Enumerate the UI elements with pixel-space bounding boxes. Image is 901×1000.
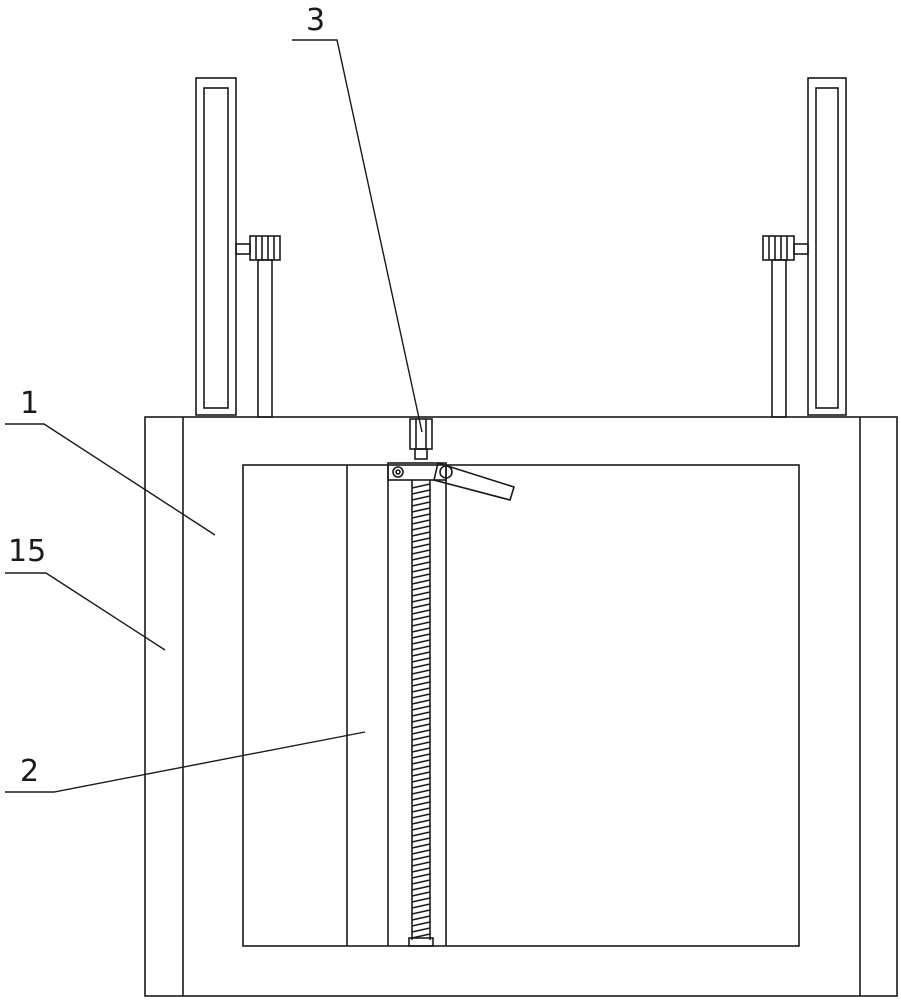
thread-line (412, 682, 430, 686)
thread-line (412, 640, 430, 644)
thread-line (412, 586, 430, 590)
left-clamp-assembly (236, 236, 280, 417)
thread-line (412, 754, 430, 758)
thread-line (412, 532, 430, 536)
thread-line (412, 718, 430, 722)
left-upright (196, 78, 236, 415)
thread-line (412, 790, 430, 794)
thread-line (412, 562, 430, 566)
label-frame: 1 (20, 386, 39, 421)
thread-line (412, 658, 430, 662)
thread-line (412, 898, 430, 902)
thread-line (412, 610, 430, 614)
top-bracket (388, 463, 514, 500)
thread-line (412, 706, 430, 710)
thread-line (412, 916, 430, 920)
thread-line (412, 634, 430, 638)
thread-line (412, 904, 430, 908)
label-motor: 3 (306, 3, 325, 38)
thread-line (412, 712, 430, 716)
thread-line (412, 736, 430, 740)
thread-line (412, 688, 430, 692)
thread-line (412, 538, 430, 542)
thread-line (412, 766, 430, 770)
thread-line (412, 928, 430, 932)
thread-line (412, 574, 430, 578)
thread-line (412, 694, 430, 698)
thread-line (412, 742, 430, 746)
thread-line (412, 622, 430, 626)
thread-line (412, 772, 430, 776)
thread-line (412, 814, 430, 818)
thread-line (412, 760, 430, 764)
thread-line (412, 496, 430, 500)
thread-line (412, 700, 430, 704)
thread-line (412, 802, 430, 806)
thread-line (412, 646, 430, 650)
thread-line (412, 664, 430, 668)
inner-panel (243, 465, 799, 946)
thread-line (412, 508, 430, 512)
thread-line (412, 604, 430, 608)
thread-line (412, 490, 430, 494)
thread-line (412, 886, 430, 890)
thread-line (412, 670, 430, 674)
thread-line (412, 808, 430, 812)
thread-line (412, 784, 430, 788)
thread-line (412, 730, 430, 734)
thread-line (412, 544, 430, 548)
thread-line (412, 616, 430, 620)
thread-line (412, 874, 430, 878)
thread-line (412, 502, 430, 506)
thread-line (412, 598, 430, 602)
thread-line (412, 724, 430, 728)
main-frame (145, 417, 897, 996)
thread-line (412, 796, 430, 800)
thread-line (412, 580, 430, 584)
right-upright (808, 78, 846, 415)
thread-line (412, 568, 430, 572)
thread-line (412, 748, 430, 752)
thread-line (412, 556, 430, 560)
thread-line (412, 778, 430, 782)
label-side-plate: 15 (8, 534, 46, 569)
label-screw-rod-guide: 2 (20, 754, 39, 789)
thread-line (412, 838, 430, 842)
thread-line (412, 520, 430, 524)
thread-line (412, 856, 430, 860)
leader-lines (5, 40, 422, 792)
thread-line (412, 592, 430, 596)
thread-line (412, 820, 430, 824)
thread-line (412, 550, 430, 554)
lead-screw (409, 480, 433, 946)
thread-line (412, 892, 430, 896)
right-clamp-assembly (763, 236, 808, 417)
thread-line (412, 844, 430, 848)
thread-line (412, 868, 430, 872)
thread-line (412, 910, 430, 914)
thread-line (412, 628, 430, 632)
thread-line (412, 850, 430, 854)
thread-line (412, 484, 430, 488)
thread-line (412, 652, 430, 656)
thread-line (412, 826, 430, 830)
thread-line (412, 922, 430, 926)
thread-line (412, 514, 430, 518)
thread-line (412, 676, 430, 680)
thread-line (412, 862, 430, 866)
thread-line (412, 880, 430, 884)
thread-line (412, 832, 430, 836)
thread-line (412, 526, 430, 530)
